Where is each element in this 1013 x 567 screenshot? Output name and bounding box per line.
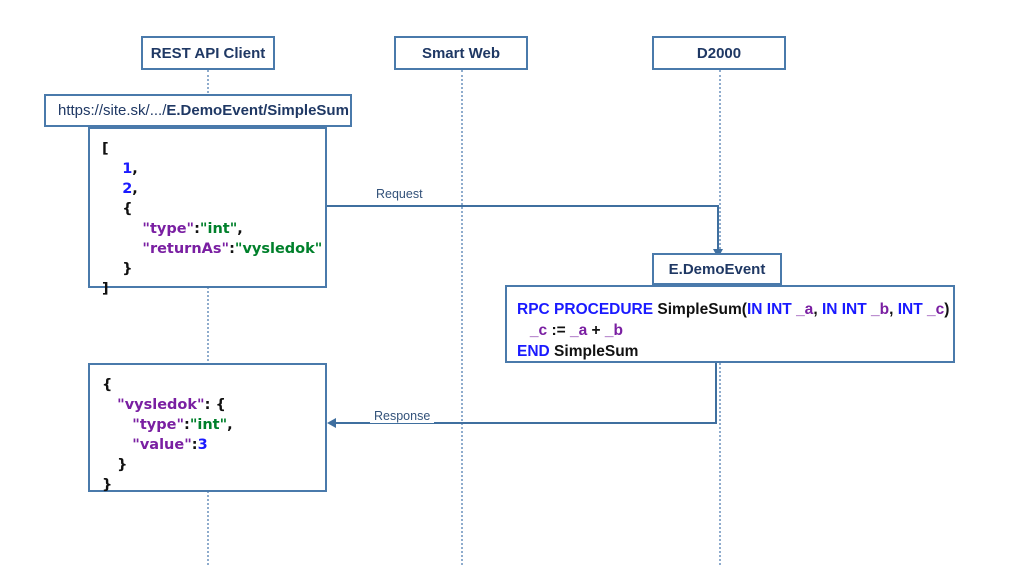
- url-prefix: https://site.sk/.../: [58, 102, 167, 119]
- request-body-box: [ 1, 2, { "type":"int", "returnAs":"vysl…: [88, 127, 327, 297]
- request-json: [ 1, 2, { "type":"int", "returnAs":"vysl…: [102, 141, 323, 297]
- response-body-box: { "vysledok": { "type":"int", "value":3 …: [88, 363, 327, 493]
- rpc-source-box: RPC PROCEDURE SimpleSum(IN INT _a, IN IN…: [505, 285, 955, 363]
- response-arrow-head: [327, 418, 336, 428]
- event-box-e-demo-event[interactable]: E.DemoEvent: [652, 253, 782, 285]
- lifeline-rest-api-client: [207, 70, 209, 565]
- request-url-bar[interactable]: https://site.sk/.../E.DemoEvent/SimpleSu…: [44, 94, 352, 127]
- response-arrow-riser: [715, 363, 717, 424]
- request-arrow-drop: [717, 205, 719, 250]
- participant-rest-api-client[interactable]: REST API Client: [141, 36, 275, 70]
- response-arrow-line: [336, 422, 717, 424]
- participant-d2000[interactable]: D2000: [652, 36, 786, 70]
- lifeline-smart-web: [461, 70, 463, 565]
- participant-label: D2000: [696, 44, 742, 62]
- event-box-label: E.DemoEvent: [668, 260, 766, 278]
- request-arrow-line: [327, 205, 718, 207]
- participant-smart-web[interactable]: Smart Web: [394, 36, 528, 70]
- response-label: Response: [370, 409, 435, 423]
- participant-label: Smart Web: [421, 44, 501, 62]
- request-label: Request: [372, 187, 427, 201]
- url-path: E.DemoEvent/SimpleSum: [166, 102, 349, 119]
- participant-label: REST API Client: [150, 44, 266, 62]
- rpc-source-code: RPC PROCEDURE SimpleSum(IN INT _a, IN IN…: [517, 301, 950, 360]
- response-json: { "vysledok": { "type":"int", "value":3 …: [102, 377, 233, 493]
